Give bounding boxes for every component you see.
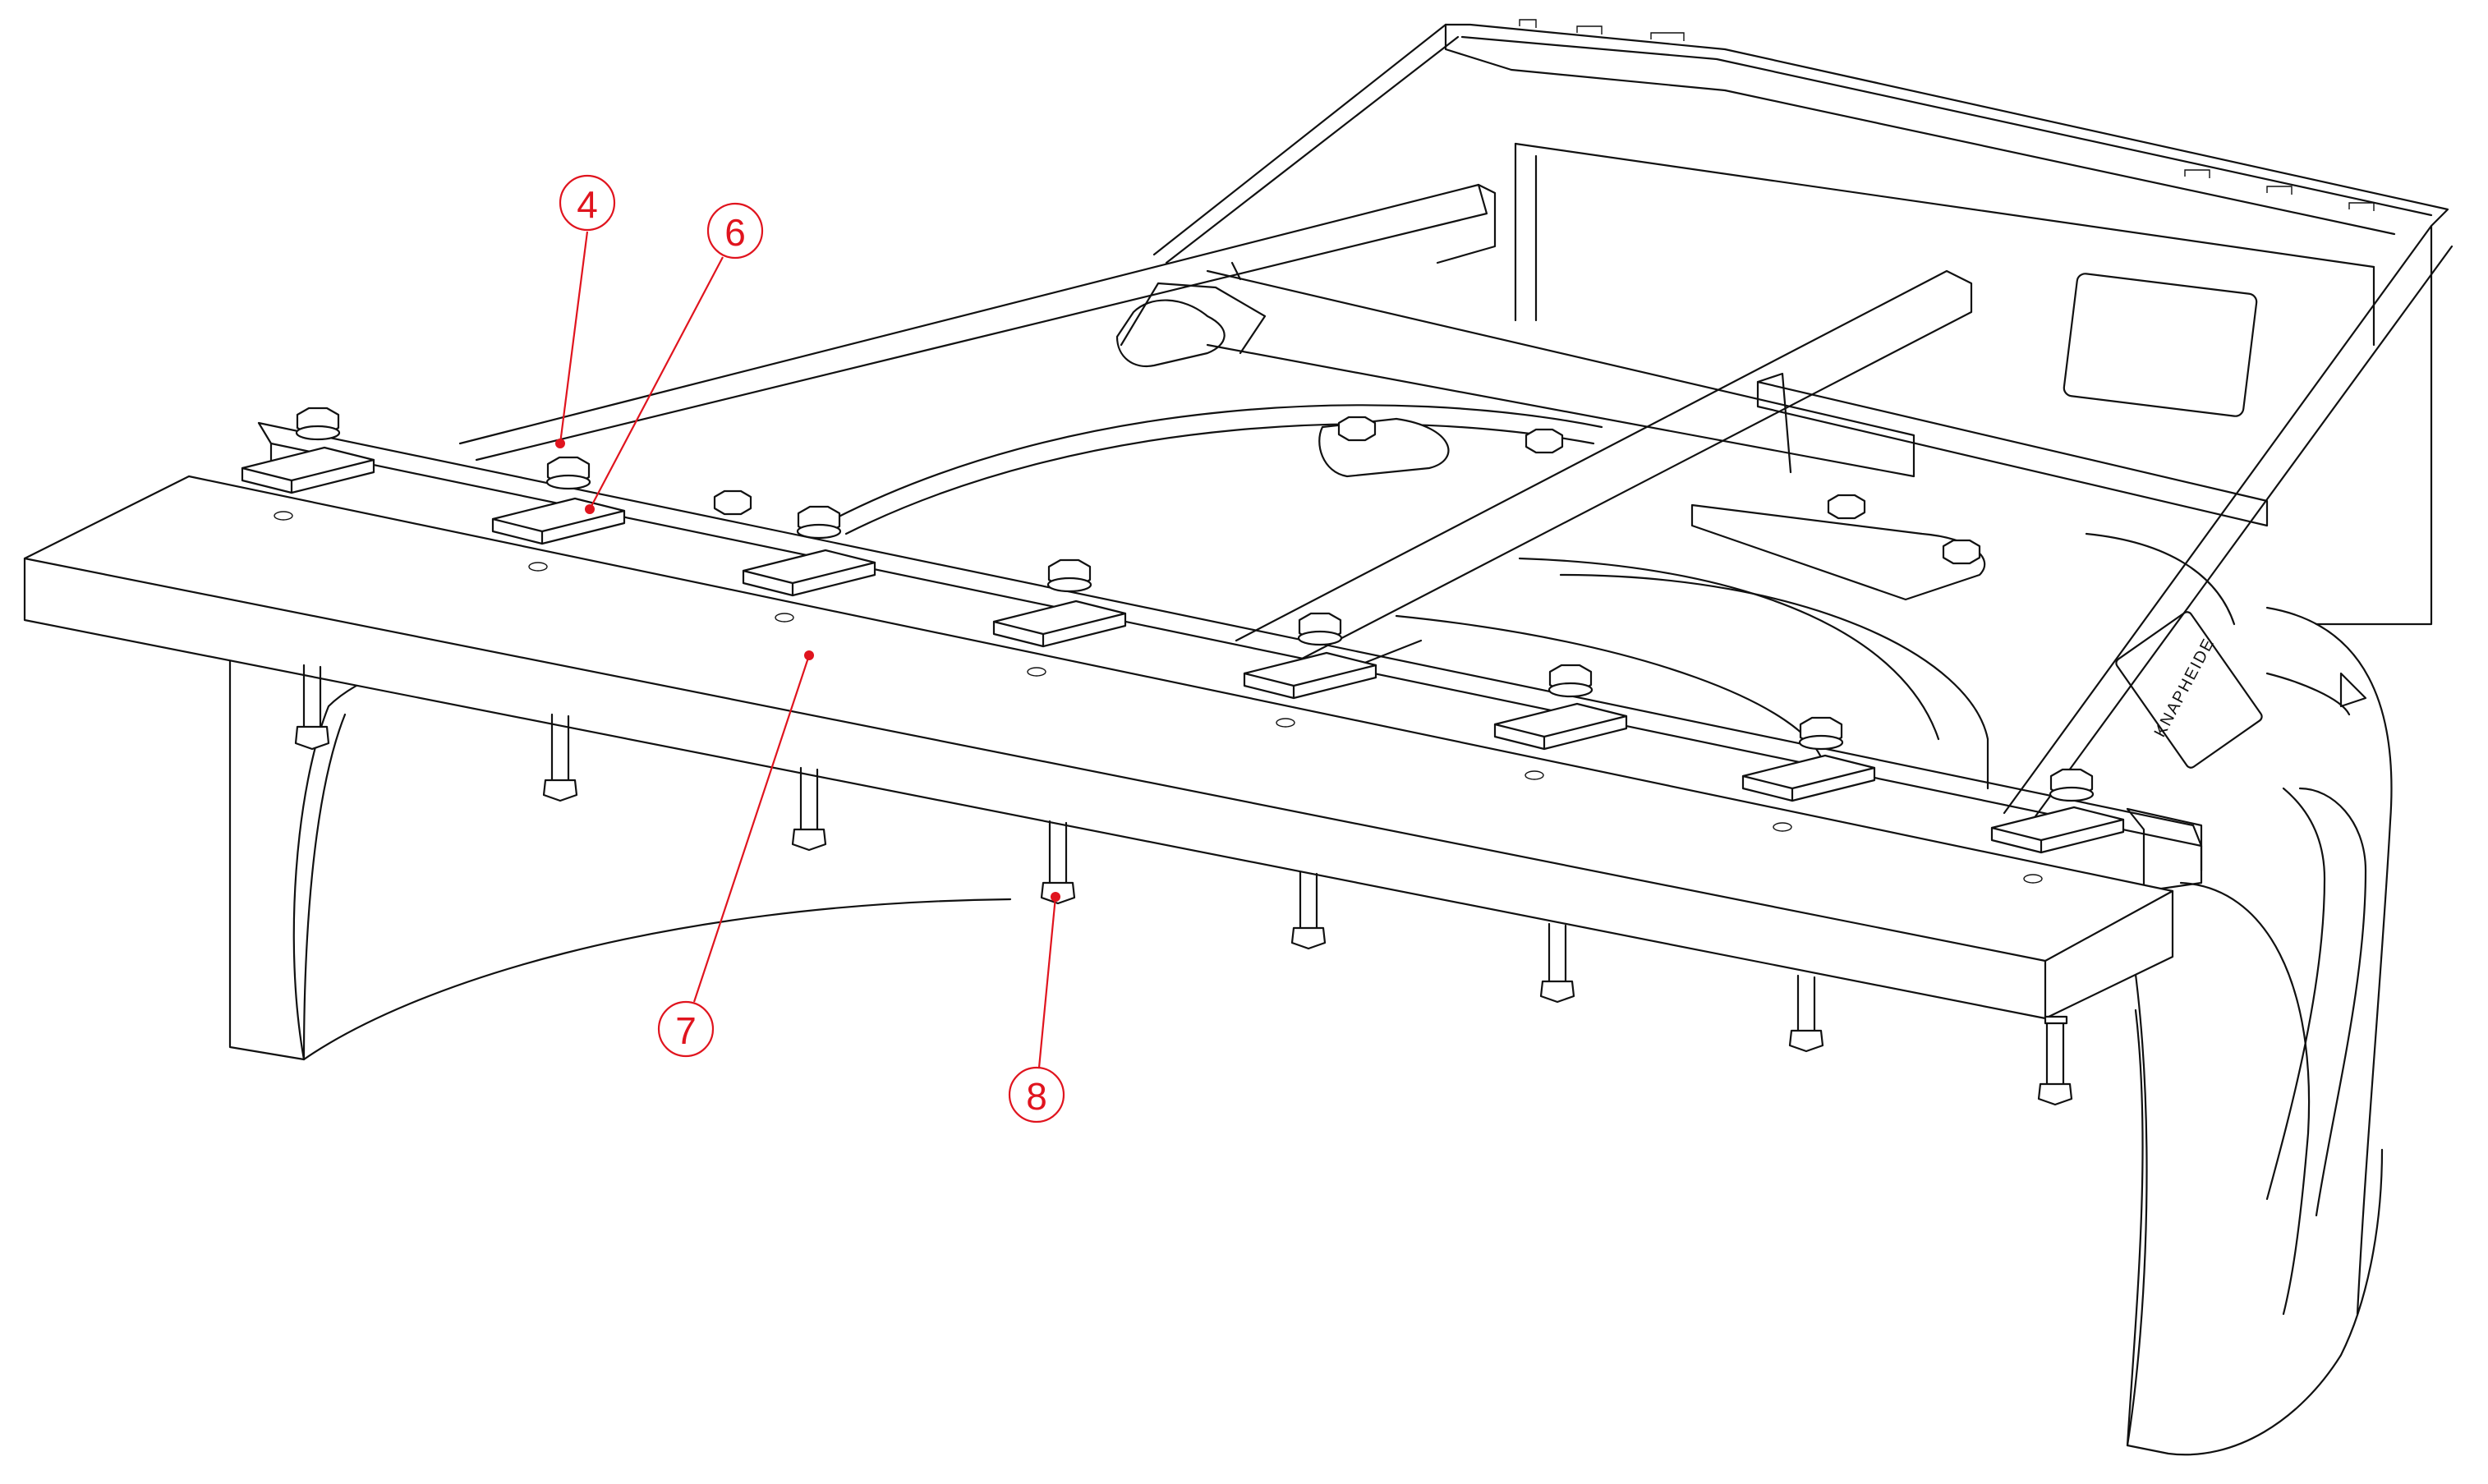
nut-3 [796, 505, 842, 540]
bolt-6 [1539, 922, 1575, 1004]
nut-frame-4 [1942, 539, 1981, 565]
nut-frame-1 [1337, 416, 1377, 442]
mounting-rail [257, 421, 2203, 872]
nut-frame-3 [1827, 494, 1866, 520]
callout-4-label: 4 [577, 183, 598, 226]
tank-body [228, 19, 2454, 1456]
bolt-8 [2037, 1015, 2073, 1106]
board-holes [274, 511, 2043, 884]
callouts: 4 6 7 8 [555, 174, 1065, 1123]
callout-7-label: 7 [675, 1009, 697, 1052]
knapheide-badge: KNAPHEIDE [2115, 611, 2263, 769]
nut-8 [2049, 768, 2095, 802]
plate-6 [1493, 702, 1628, 751]
bolt-2 [542, 713, 578, 802]
frame-structure: KNAPHEIDE [458, 183, 2269, 893]
bolts-lower [294, 664, 2073, 1106]
nut-5 [1297, 612, 1343, 646]
callout-6-label: 6 [724, 211, 746, 254]
nut-2 [545, 456, 591, 490]
nut-1 [295, 407, 341, 441]
callout-4: 4 [555, 174, 616, 448]
bolt-1 [294, 664, 330, 751]
flange-nuts [295, 407, 2095, 802]
callout-8: 8 [1008, 892, 1065, 1123]
frame-stamp-text: KNAPHEIDE [2151, 635, 2219, 740]
nut-frame-2 [1525, 428, 1564, 454]
nut-7 [1798, 716, 1844, 751]
callout-6: 6 [585, 202, 764, 514]
bolt-7 [1788, 974, 1824, 1053]
nut-6 [1548, 664, 1594, 698]
plate-8 [1990, 806, 2125, 854]
plate-2 [491, 497, 626, 545]
plate-5 [1243, 651, 1377, 700]
plate-1 [241, 446, 375, 494]
bolt-3 [791, 766, 827, 852]
plate-3 [742, 549, 876, 597]
bolt-5 [1290, 871, 1327, 950]
nut-4 [1046, 558, 1092, 593]
front-board [23, 475, 2174, 1020]
callout-8-label: 8 [1026, 1075, 1047, 1118]
callout-7: 7 [657, 650, 814, 1058]
nut-frame-5 [713, 489, 752, 516]
plate-4 [992, 600, 1127, 648]
plate-7 [1741, 754, 1876, 802]
washer-plates [241, 446, 2125, 854]
bolt-4 [1040, 820, 1076, 905]
